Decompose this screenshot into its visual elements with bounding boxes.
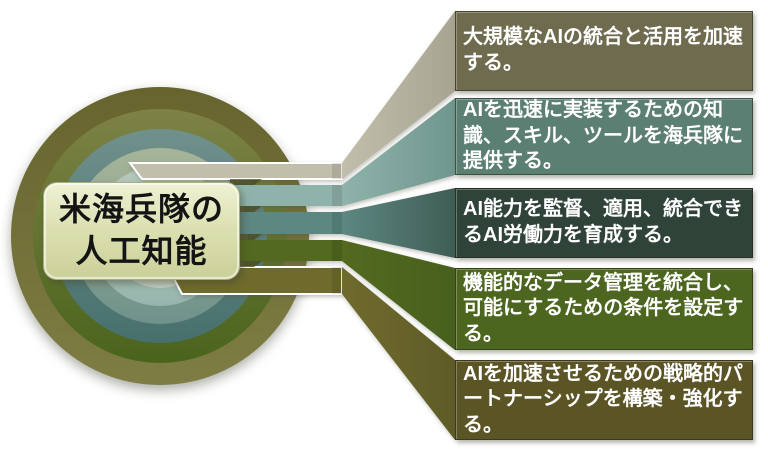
fan-4	[342, 240, 455, 350]
band-1-fold	[332, 163, 342, 179]
fan-1	[342, 11, 455, 179]
goal-box-3-text: AI能力を監督、適用、統合できるAI労働力を育成する。	[463, 198, 743, 246]
goal-box-3: AI能力を監督、適用、統合できるAI労働力を育成する。	[455, 188, 753, 258]
fan-3	[342, 188, 455, 258]
band-2-fold	[332, 185, 342, 206]
goal-box-1-text: 大規模なAIの統合と活用を加速する。	[463, 26, 743, 74]
goal-box-4: 機能的なデータ管理を統合し、可能にするための条件を設定する。	[455, 268, 753, 350]
band-3-fold	[332, 212, 342, 234]
band-4	[230, 240, 342, 261]
fan-5	[342, 267, 455, 440]
goal-box-4-text: 機能的なデータ管理を統合し、可能にするための条件を設定する。	[463, 271, 744, 345]
goal-box-5: AIを加速させるための戦略的パートナーシップを構築・強化する。	[455, 360, 753, 440]
band-notch-1	[230, 179, 262, 185]
band-4-fold	[332, 240, 342, 261]
center-label: 米海兵隊の 人工知能	[43, 182, 240, 280]
goal-box-2-text: AIを迅速に実装するための知識、スキル、ツールを海兵隊に提供する。	[463, 99, 743, 173]
connector-bands	[128, 11, 455, 440]
band-3	[230, 212, 342, 234]
goal-box-1: 大規模なAIの統合と活用を加速する。	[455, 11, 753, 91]
band-2	[230, 185, 342, 206]
band-5-fold	[332, 267, 342, 294]
goal-box-5-text: AIを加速させるための戦略的パートナーシップを構築・強化する。	[463, 362, 743, 436]
fan-2	[342, 98, 455, 206]
band-1	[128, 162, 343, 180]
goal-box-2: AIを迅速に実装するための知識、スキル、ツールを海兵隊に提供する。	[455, 98, 753, 175]
